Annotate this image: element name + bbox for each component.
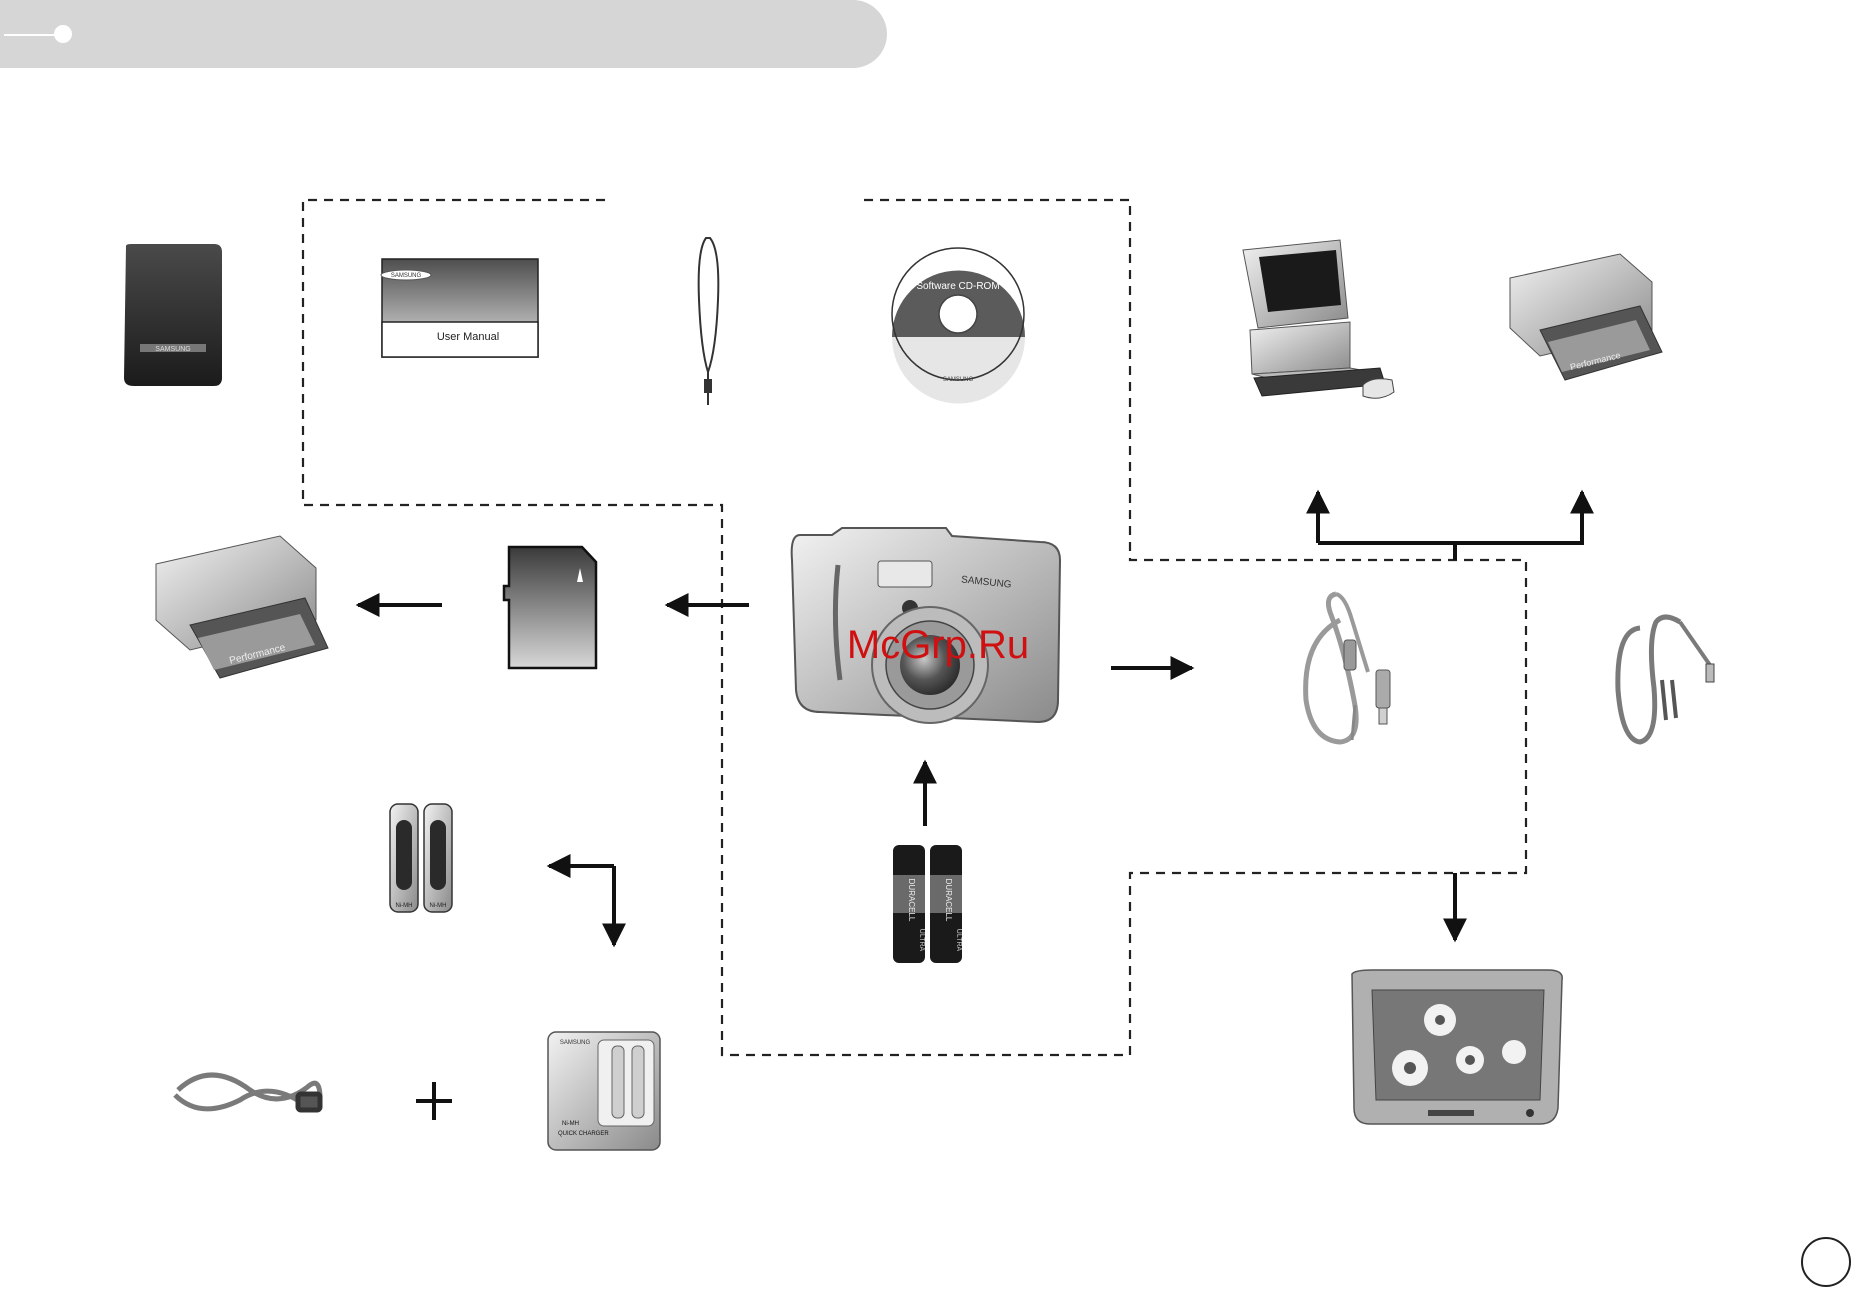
- television-icon: [1352, 970, 1562, 1124]
- printer-icon: Performance: [1510, 254, 1662, 380]
- strap-icon: [699, 238, 719, 405]
- usb-cable-icon: [1306, 594, 1390, 742]
- software-cd-icon: Software CD-ROM SAMSUNG: [892, 248, 1025, 404]
- sd-card-icon: [504, 547, 596, 668]
- alkaline-brand-2: DURACELL: [944, 879, 953, 922]
- printer-icon: Performance: [156, 536, 328, 678]
- rechargeable-battery-icon: Ni-MH Ni-MH: [390, 804, 452, 912]
- page-number-circle: [1801, 1237, 1851, 1287]
- rechargeable-label-1: Ni-MH: [396, 903, 413, 909]
- charger-label: QUICK CHARGER: [558, 1131, 609, 1137]
- alkaline-type-1: ULTRA: [918, 929, 925, 952]
- user-manual-icon: SAMSUNG User Manual: [381, 259, 538, 357]
- rechargeable-label-2: Ni-MH: [430, 903, 447, 909]
- av-cable-icon: [1618, 617, 1714, 742]
- cd-brand: SAMSUNG: [943, 377, 974, 383]
- alkaline-brand-1: DURACELL: [907, 879, 916, 922]
- charger-type: Ni-MH: [562, 1121, 579, 1127]
- ac-cord-icon: [175, 1075, 320, 1110]
- alkaline-type-2: ULTRA: [955, 929, 962, 952]
- computer-icon: [1243, 240, 1394, 398]
- case-brand: SAMSUNG: [155, 346, 190, 353]
- battery-charger-icon: SAMSUNG Ni-MH QUICK CHARGER: [548, 1032, 660, 1150]
- manual-brand: SAMSUNG: [391, 273, 422, 279]
- plus-sign: [416, 1082, 452, 1120]
- charger-brand: SAMSUNG: [560, 1040, 591, 1046]
- manual-cover-label: User Manual: [437, 331, 499, 343]
- watermark: McGrp.Ru: [847, 623, 1029, 667]
- branch-to-pc-printer: [1318, 492, 1582, 543]
- cd-label: Software CD-ROM: [916, 281, 999, 292]
- alkaline-battery-icon: DURACELL DURACELL ULTRA ULTRA: [893, 845, 962, 963]
- camera-case-icon: SAMSUNG: [124, 244, 222, 386]
